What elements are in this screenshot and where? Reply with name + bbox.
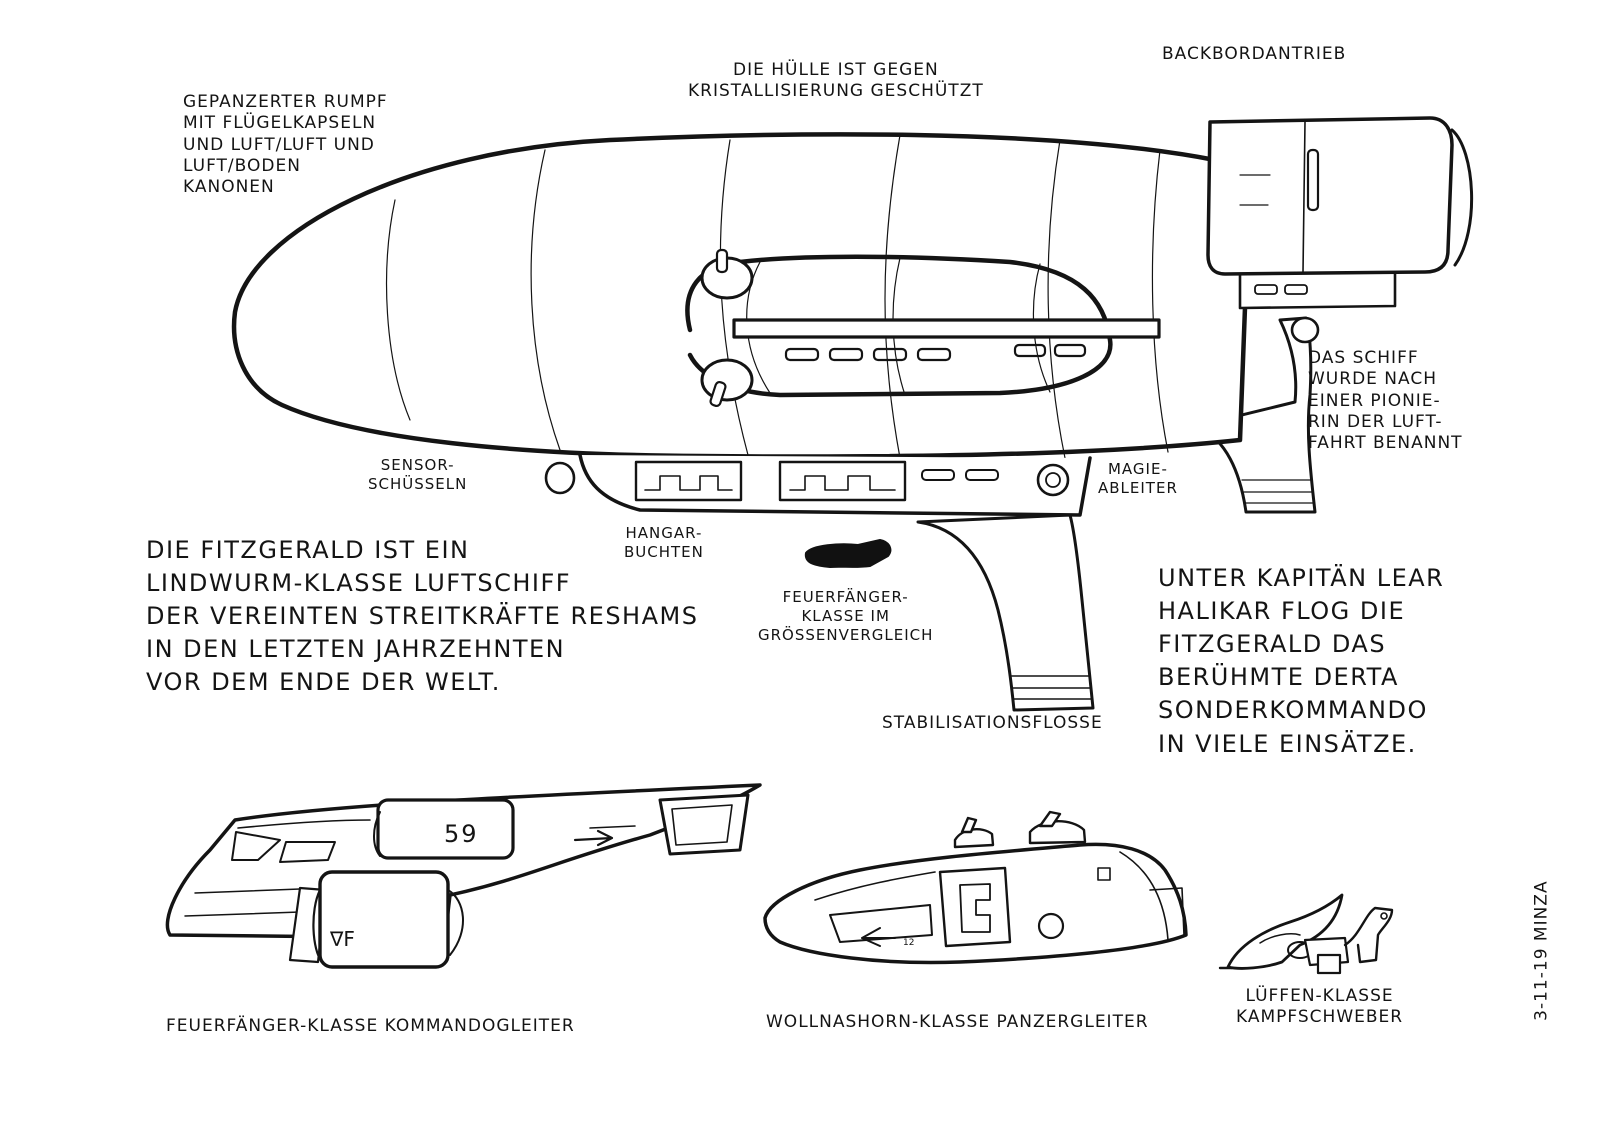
magic-conductor [1036, 463, 1070, 497]
caption-woolly-rhino-glider: Wollnashorn-Klasse Panzergleiter [766, 1012, 1149, 1032]
firecatcher-size-silhouette [804, 539, 892, 568]
pod-number-marking: 59 [444, 820, 479, 848]
label-stabilization-fin: Stabilisationsflosse [882, 713, 1103, 733]
sensor-dish [544, 461, 576, 495]
label-crystallization-protection: Die Hülle ist gegen Kristallisierung ges… [688, 60, 984, 102]
superstructure [685, 248, 1161, 408]
pod-badge-marking: ∇F [329, 927, 355, 951]
label-armored-hull: Gepanzerter Rumpf mit Flügelkapseln und … [183, 92, 388, 197]
tank-number-marking: 12 [903, 938, 914, 948]
stabilization-fin [916, 513, 1095, 712]
lueffen-combat-hoverer [1218, 893, 1394, 975]
label-port-engine: Backbordantrieb [1162, 44, 1347, 64]
artist-signature: 3-11-19 Minza [1531, 880, 1552, 1021]
port-engine [1206, 116, 1474, 310]
firecatcher-command-glider: 59 ∇F [165, 783, 762, 969]
deck-turret [700, 248, 754, 300]
hangar-bay [634, 460, 743, 502]
captain-note: Unter Kapitän Lear Halikar flog die Fitz… [1158, 564, 1445, 758]
caption-firecatcher-glider: Feuerfänger-Klasse Kommandogleiter [166, 1016, 575, 1036]
woolly-rhino-tank-glider: 12 [763, 810, 1188, 965]
engine-strut [1198, 316, 1320, 514]
label-sensor-dishes: Sensor- schüsseln [368, 456, 468, 493]
caption-lueffen-hoverer: Lüffen-Klasse Kampfschweber [1236, 986, 1404, 1028]
hangar-bay [778, 460, 907, 502]
ventral-keel [544, 453, 1092, 517]
ship-description: Die Fitzgerald ist ein Lindwurm-Klasse L… [146, 536, 699, 697]
label-size-comparison: Feuerfänger- Klasse im Grössenvergleich [758, 588, 934, 644]
deck-turret [700, 358, 754, 408]
label-named-after-pioneer: Das Schiff wurde nach einer Pionie- rin … [1308, 348, 1463, 453]
label-hangar-bays: Hangar- buchten [624, 524, 704, 561]
label-magic-conductor: Magie- ableiter [1098, 460, 1178, 497]
